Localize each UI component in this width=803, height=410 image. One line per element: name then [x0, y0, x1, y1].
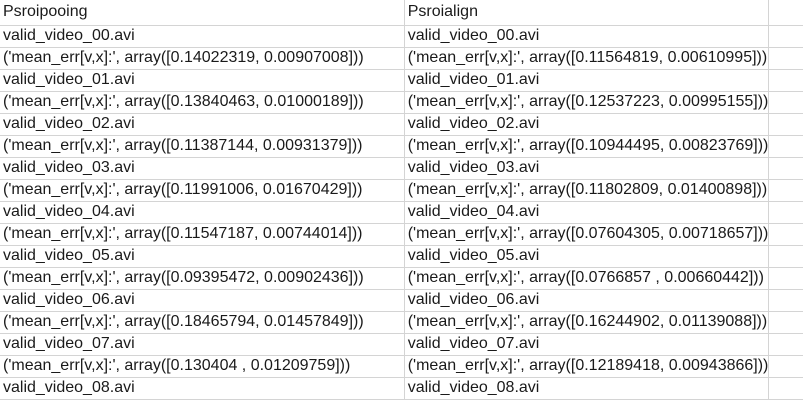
cell-psroipooing[interactable]: ('mean_err[v,x]:', array([0.11387144, 0.…	[0, 135, 405, 158]
cell-psroipooing[interactable]: valid_video_07.avi	[0, 333, 405, 356]
cell-psroipooing[interactable]: valid_video_03.avi	[0, 157, 405, 180]
cell-empty[interactable]	[768, 289, 803, 312]
cell-psroialign[interactable]: ('mean_err[v,x]:', array([0.16244902, 0.…	[404, 311, 770, 334]
cell-empty[interactable]	[768, 355, 803, 378]
cell-psroipooing[interactable]: valid_video_00.avi	[0, 25, 405, 48]
cell-psroialign[interactable]: valid_video_07.avi	[404, 333, 770, 356]
table-row: ('mean_err[v,x]:', array([0.11387144, 0.…	[0, 135, 803, 158]
cell-psroipooing[interactable]: ('mean_err[v,x]:', array([0.11991006, 0.…	[0, 179, 405, 202]
table-row: ('mean_err[v,x]:', array([0.14022319, 0.…	[0, 47, 803, 70]
cell-empty[interactable]	[768, 179, 803, 202]
cell-psroialign[interactable]: valid_video_03.avi	[404, 157, 770, 180]
cell-empty[interactable]	[768, 267, 803, 290]
cell-psroialign[interactable]: ('mean_err[v,x]:', array([0.12537223, 0.…	[404, 91, 770, 114]
cell-empty[interactable]	[768, 311, 803, 334]
cell-empty[interactable]	[768, 113, 803, 136]
cell-empty[interactable]	[768, 47, 803, 70]
cell-empty[interactable]	[768, 245, 803, 268]
cell-empty[interactable]	[768, 135, 803, 158]
table-row: ('mean_err[v,x]:', array([0.13840463, 0.…	[0, 91, 803, 114]
cell-empty[interactable]	[768, 201, 803, 224]
cell-psroipooing[interactable]: valid_video_08.avi	[0, 377, 405, 400]
cell-psroipooing[interactable]: valid_video_06.avi	[0, 289, 405, 312]
cell-psroialign[interactable]: ('mean_err[v,x]:', array([0.07604305, 0.…	[404, 223, 770, 246]
cell-psroialign[interactable]: valid_video_05.avi	[404, 245, 770, 268]
cell-psroipooing[interactable]: ('mean_err[v,x]:', array([0.11547187, 0.…	[0, 223, 405, 246]
cell-psroialign[interactable]: ('mean_err[v,x]:', array([0.11802809, 0.…	[404, 179, 770, 202]
table-row: ('mean_err[v,x]:', array([0.11547187, 0.…	[0, 223, 803, 246]
cell-empty[interactable]	[768, 377, 803, 400]
cell-psroialign[interactable]: ('mean_err[v,x]:', array([0.11564819, 0.…	[404, 47, 770, 70]
table-row: ('mean_err[v,x]:', array([0.18465794, 0.…	[0, 311, 803, 334]
cell-header-psroipooing[interactable]: Psroipooing	[0, 0, 405, 26]
cell-psroipooing[interactable]: valid_video_02.avi	[0, 113, 405, 136]
cell-psroialign[interactable]: valid_video_01.avi	[404, 69, 770, 92]
cell-psroipooing[interactable]: valid_video_01.avi	[0, 69, 405, 92]
cell-psroialign[interactable]: ('mean_err[v,x]:', array([0.0766857 , 0.…	[404, 267, 770, 290]
table-row: ('mean_err[v,x]:', array([0.130404 , 0.0…	[0, 355, 803, 378]
cell-psroipooing[interactable]: valid_video_05.avi	[0, 245, 405, 268]
cell-psroialign[interactable]: valid_video_04.avi	[404, 201, 770, 224]
cell-psroialign[interactable]: valid_video_08.avi	[404, 377, 770, 400]
cell-empty[interactable]	[768, 157, 803, 180]
cell-empty[interactable]	[768, 223, 803, 246]
table-row: ('mean_err[v,x]:', array([0.11991006, 0.…	[0, 179, 803, 202]
cell-psroipooing[interactable]: ('mean_err[v,x]:', array([0.130404 , 0.0…	[0, 355, 405, 378]
header-row: Psroipooing Psroialign	[0, 0, 803, 26]
cell-psroialign[interactable]: ('mean_err[v,x]:', array([0.10944495, 0.…	[404, 135, 770, 158]
cell-psroipooing[interactable]: valid_video_04.avi	[0, 201, 405, 224]
cell-empty[interactable]	[768, 25, 803, 48]
cell-psroipooing[interactable]: ('mean_err[v,x]:', array([0.09395472, 0.…	[0, 267, 405, 290]
cell-psroialign[interactable]: ('mean_err[v,x]:', array([0.12189418, 0.…	[404, 355, 770, 378]
cell-psroialign[interactable]: valid_video_02.avi	[404, 113, 770, 136]
cell-psroialign[interactable]: valid_video_06.avi	[404, 289, 770, 312]
cell-header-psroialign[interactable]: Psroialign	[404, 0, 770, 26]
cell-psroipooing[interactable]: ('mean_err[v,x]:', array([0.13840463, 0.…	[0, 91, 405, 114]
spreadsheet-grid: Psroipooing Psroialign valid_video_00.av…	[0, 0, 803, 400]
cell-psroialign[interactable]: valid_video_00.avi	[404, 25, 770, 48]
cell-psroipooing[interactable]: ('mean_err[v,x]:', array([0.14022319, 0.…	[0, 47, 405, 70]
cell-empty[interactable]	[768, 333, 803, 356]
cell-empty[interactable]	[768, 91, 803, 114]
table-row: ('mean_err[v,x]:', array([0.09395472, 0.…	[0, 267, 803, 290]
cell-empty[interactable]	[768, 69, 803, 92]
cell-empty[interactable]	[768, 0, 803, 26]
cell-psroipooing[interactable]: ('mean_err[v,x]:', array([0.18465794, 0.…	[0, 311, 405, 334]
